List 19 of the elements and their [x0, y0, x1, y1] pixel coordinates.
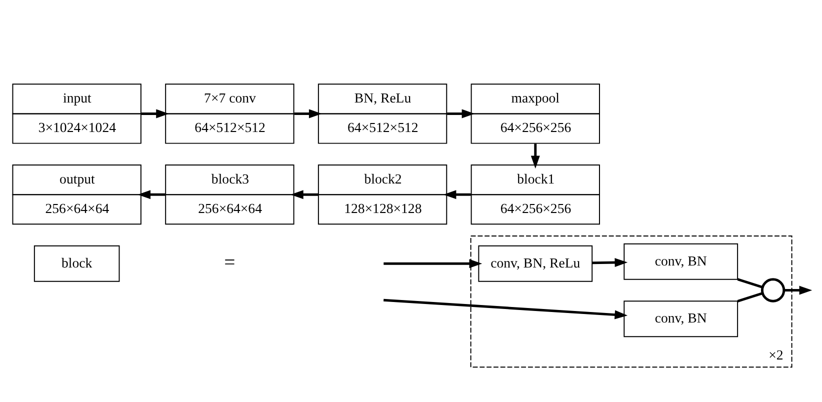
- arrow: [384, 298, 628, 320]
- node-box: conv, BN: [624, 300, 738, 338]
- arrow: [447, 109, 475, 118]
- arrow: [290, 190, 318, 200]
- arrow: [784, 286, 812, 295]
- arrow: [530, 144, 540, 169]
- node-box: conv, BN: [624, 243, 738, 280]
- arrow: [443, 190, 471, 200]
- node-circle: [760, 278, 786, 302]
- arrow: [141, 109, 169, 118]
- node-box: block: [34, 245, 120, 282]
- connector: [737, 292, 763, 302]
- label: =: [224, 252, 236, 274]
- connector: [737, 278, 763, 288]
- arrow: [138, 190, 166, 200]
- arrow: [294, 109, 322, 118]
- arrow: [592, 258, 628, 268]
- node-box: conv, BN, ReLu: [478, 245, 593, 282]
- arrow: [384, 259, 482, 268]
